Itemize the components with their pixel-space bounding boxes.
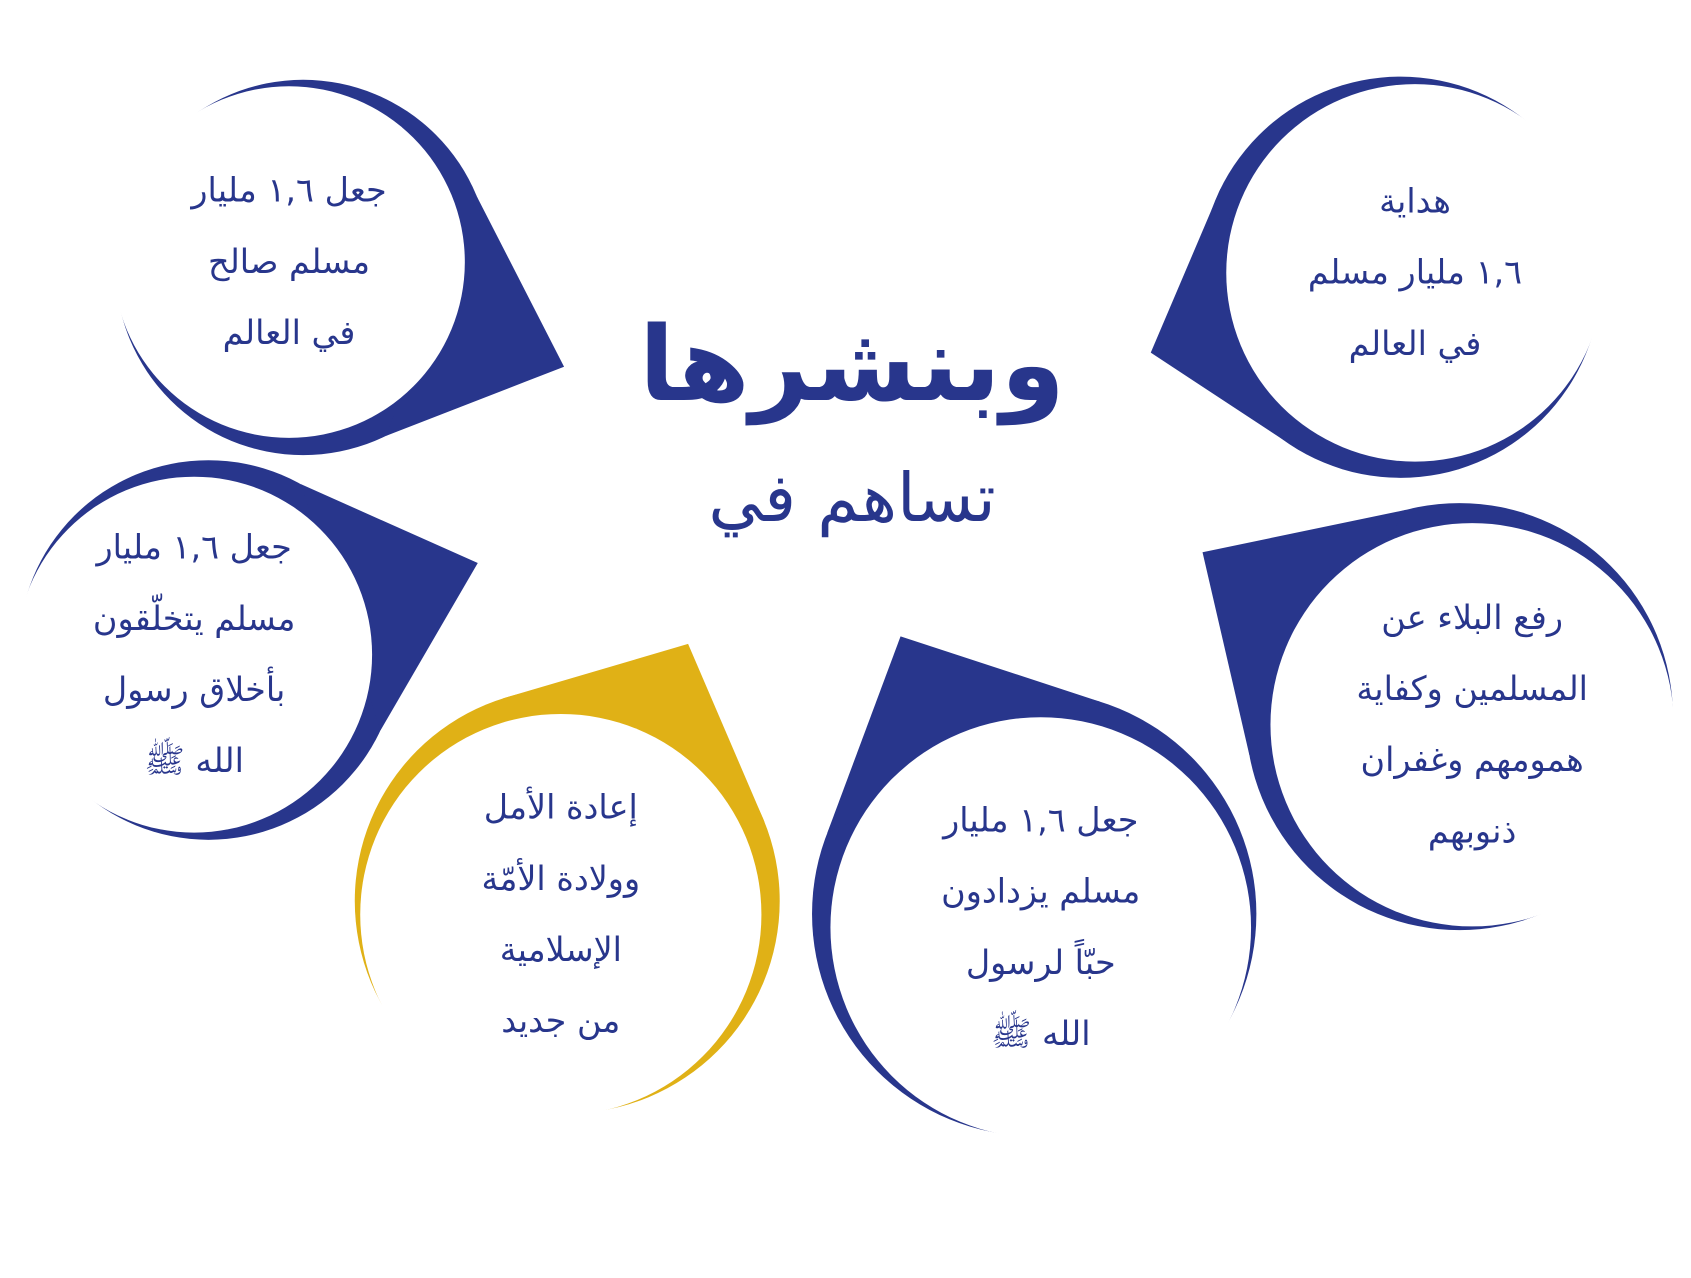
bubble-inner <box>113 86 465 438</box>
bubble-love <box>812 636 1257 1138</box>
bubble-line: في العالم <box>222 313 356 353</box>
bubble-text-manners: جعل ١,٦ مليار مسلم يتخلّقون بأخلاق رسول الل… <box>26 486 362 822</box>
title-sub: تساهم في <box>708 458 996 538</box>
bubble-pointer <box>386 196 565 436</box>
bubble-inner <box>360 713 762 1116</box>
bubble-line: مسلم يزدادون <box>941 872 1141 912</box>
bubble-line: رفع البلاء عن <box>1381 598 1564 638</box>
bubble-line: المسلمين وكفاية <box>1356 669 1588 709</box>
bubble-hope <box>354 643 780 1116</box>
bubble-line: جعل ١,٦ مليار <box>191 171 387 211</box>
bubble-line: هداية <box>1379 182 1451 222</box>
bubble-text-love: جعل ١,٦ مليار مسلم يزدادون حبّاً لرسول الله… <box>840 727 1241 1128</box>
bubble-line: مسلم يتخلّقون <box>92 599 296 639</box>
bubble-line: الله ﷺ <box>991 1014 1091 1054</box>
bubble-text-hope: إعادة الأمل وولادة الأمّة الإسلامية من جديد <box>370 724 752 1106</box>
bubble-guidance <box>1150 76 1604 478</box>
bubble-inner <box>1270 523 1674 927</box>
bubble-pointer <box>1150 188 1300 451</box>
bubble-relief <box>1202 503 1674 931</box>
bubble-line: جعل ١,٦ مليار <box>96 528 292 568</box>
bubble-line: جعل ١,٦ مليار <box>943 801 1139 841</box>
bubble-line: من جديد <box>501 1001 621 1041</box>
bubble-text-righteous: جعل ١,٦ مليار مسلم صالح في العالم <box>123 96 455 428</box>
bubble-line: حبّاً لرسول <box>965 943 1116 983</box>
bubble-line: همومهم وغفران <box>1360 740 1584 780</box>
bubble-line: إعادة الأمل <box>483 788 638 828</box>
bubble-line: بأخلاق رسول <box>102 670 286 710</box>
title-main: وبنشرها <box>639 304 1065 425</box>
bubble-line: الإسلامية <box>499 930 622 970</box>
bubble-line: مسلم صالح <box>208 242 371 282</box>
bubble-inner <box>1226 84 1604 462</box>
bubble-line: في العالم <box>1348 324 1482 364</box>
bubble-inner <box>830 717 1252 1138</box>
bubble-text-guidance: هداية ١,٦ مليار مسلم في العالم <box>1236 94 1594 452</box>
bubble-inner <box>16 476 373 833</box>
bubble-line: وولادة الأمّة <box>481 859 641 899</box>
bubble-text-relief: رفع البلاء عن المسلمين وكفاية همومهم وغفرا… <box>1280 533 1664 917</box>
bubble-line: ١,٦ مليار مسلم <box>1307 253 1523 293</box>
bubble-pointer <box>300 484 478 731</box>
bubble-righteous <box>113 79 565 456</box>
bubble-manners <box>16 460 478 840</box>
bubble-line: ذنوبهم <box>1427 812 1517 851</box>
bubble-line: الله ﷺ <box>144 742 244 781</box>
